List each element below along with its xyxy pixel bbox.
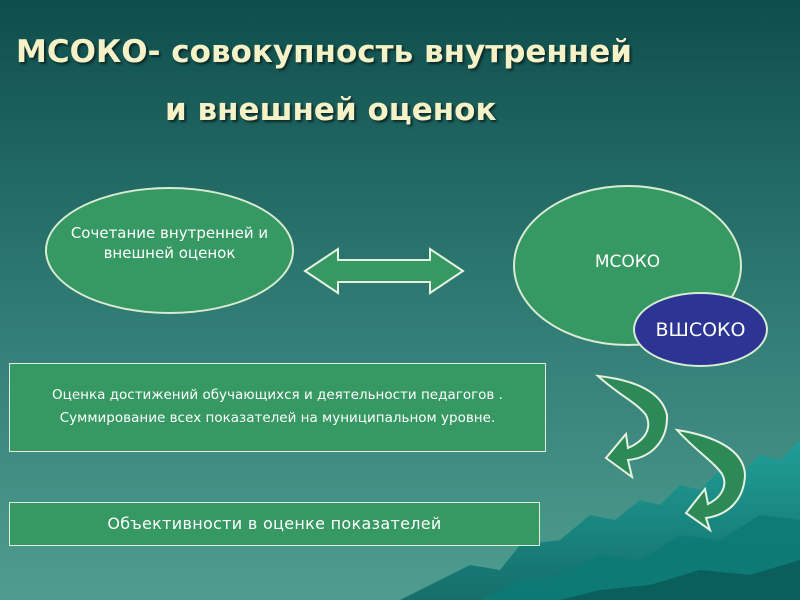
ellipse-msoko-label: МСОКО xyxy=(594,251,661,272)
ellipse-vshsoko: ВШСОКО xyxy=(633,292,768,367)
ellipse-combination-label: Сочетание внутренней и внешней оценок xyxy=(70,223,269,262)
box-objectivity: Объективности в оценке показателей xyxy=(9,502,540,546)
mountains-decoration xyxy=(400,440,800,600)
box-assessment: Оценка достижений обучающихся и деятельн… xyxy=(9,363,546,452)
box-assessment-line-2: Суммирование всех показателей на муницип… xyxy=(59,410,496,426)
slide-title-line-1: МСОКО- совокупность внутренней xyxy=(16,34,633,70)
curved-arrow-icon xyxy=(595,374,669,480)
slide-title-line-2: и внешней оценок xyxy=(165,92,497,128)
curved-arrow-icon xyxy=(674,428,747,533)
box-assessment-line-1: Оценка достижений обучающихся и деятельн… xyxy=(52,387,503,403)
double-arrow-icon xyxy=(303,247,465,295)
ellipse-vshsoko-label: ВШСОКО xyxy=(655,318,746,341)
box-objectivity-label: Объективности в оценке показателей xyxy=(107,514,442,533)
ellipse-combination: Сочетание внутренней и внешней оценок xyxy=(45,187,294,314)
